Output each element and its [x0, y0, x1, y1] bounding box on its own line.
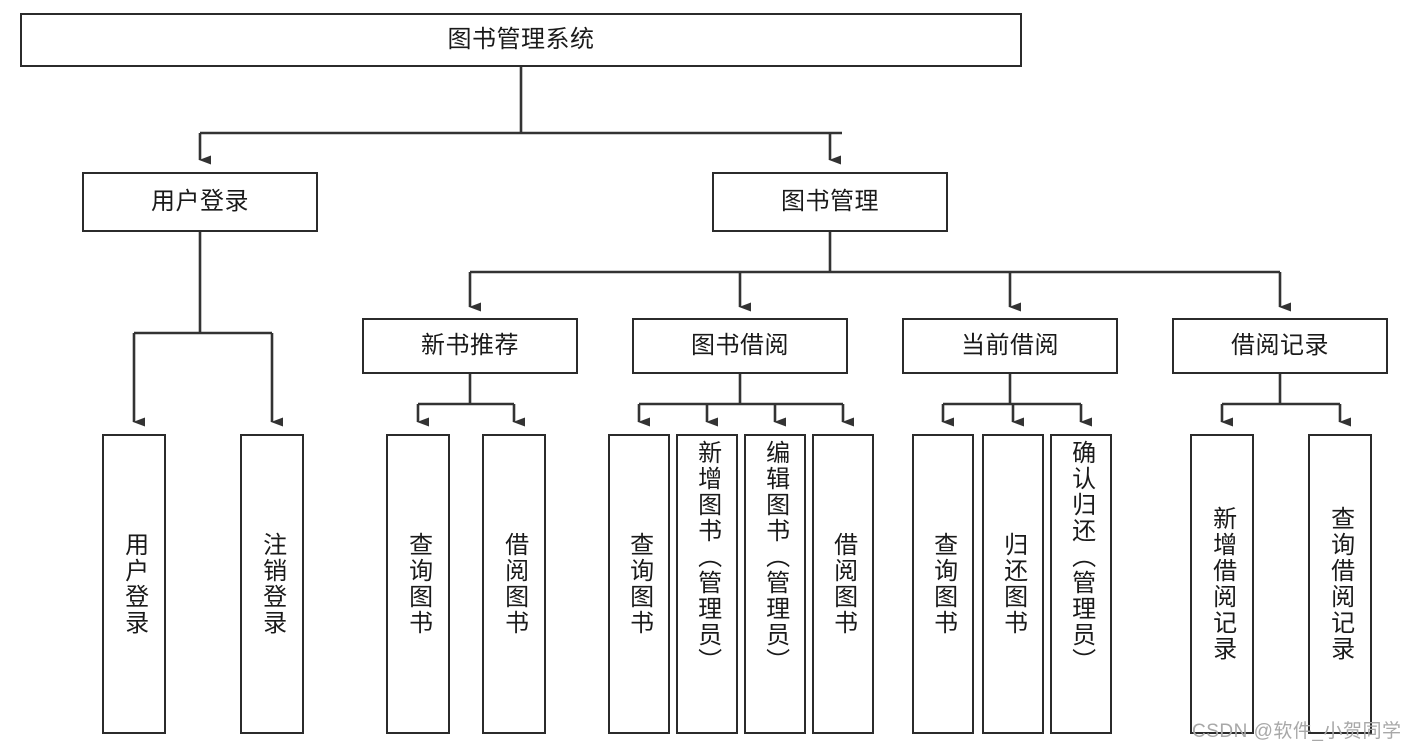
- node-label: 借阅图书: [500, 532, 528, 636]
- node-label: 用户登录: [151, 188, 249, 216]
- node-borrow-record[interactable]: 借阅记录: [1172, 318, 1388, 374]
- node-leaf-query-book-recommend[interactable]: 查询图书: [386, 434, 450, 734]
- node-label: 借阅记录: [1231, 332, 1329, 360]
- node-label: 注销登录: [258, 532, 286, 636]
- node-label: 图书借阅: [691, 332, 789, 360]
- node-label: 归还图书: [999, 532, 1027, 636]
- csdn-watermark: CSDN @软件_小贺同学: [1192, 721, 1402, 742]
- node-leaf-query-book-current[interactable]: 查询图书: [912, 434, 974, 734]
- node-label: 新书推荐: [421, 332, 519, 360]
- node-user-login[interactable]: 用户登录: [82, 172, 318, 232]
- node-leaf-query-book-borrow[interactable]: 查询图书: [608, 434, 670, 734]
- node-leaf-user-login[interactable]: 用户登录: [102, 434, 166, 734]
- node-leaf-logout[interactable]: 注销登录: [240, 434, 304, 734]
- node-label: 新增图书（管理员）: [693, 440, 721, 674]
- node-book-manage[interactable]: 图书管理: [712, 172, 948, 232]
- node-label: 图书管理: [781, 188, 879, 216]
- node-label: 查询图书: [625, 532, 653, 636]
- node-label: 查询图书: [404, 532, 432, 636]
- node-label: 确认归还（管理员）: [1067, 440, 1095, 674]
- node-leaf-edit-book[interactable]: 编辑图书（管理员）: [744, 434, 806, 734]
- node-label: 当前借阅: [961, 332, 1059, 360]
- node-current-borrow[interactable]: 当前借阅: [902, 318, 1118, 374]
- node-label: 查询图书: [929, 532, 957, 636]
- node-label: 借阅图书: [829, 532, 857, 636]
- node-leaf-borrow-book-recommend[interactable]: 借阅图书: [482, 434, 546, 734]
- node-leaf-query-borrow-record[interactable]: 查询借阅记录: [1308, 434, 1372, 734]
- node-new-book-recommend[interactable]: 新书推荐: [362, 318, 578, 374]
- node-root-system[interactable]: 图书管理系统: [20, 13, 1022, 67]
- node-book-borrow[interactable]: 图书借阅: [632, 318, 848, 374]
- node-label: 图书管理系统: [447, 26, 595, 54]
- node-leaf-return-book[interactable]: 归还图书: [982, 434, 1044, 734]
- node-leaf-add-book[interactable]: 新增图书（管理员）: [676, 434, 738, 734]
- node-label: 新增借阅记录: [1208, 506, 1236, 662]
- node-leaf-add-borrow-record[interactable]: 新增借阅记录: [1190, 434, 1254, 734]
- node-label: 查询借阅记录: [1326, 506, 1354, 662]
- node-label: 编辑图书（管理员）: [761, 440, 789, 674]
- node-label: 用户登录: [120, 532, 148, 636]
- node-leaf-borrow-book[interactable]: 借阅图书: [812, 434, 874, 734]
- node-leaf-confirm-return[interactable]: 确认归还（管理员）: [1050, 434, 1112, 734]
